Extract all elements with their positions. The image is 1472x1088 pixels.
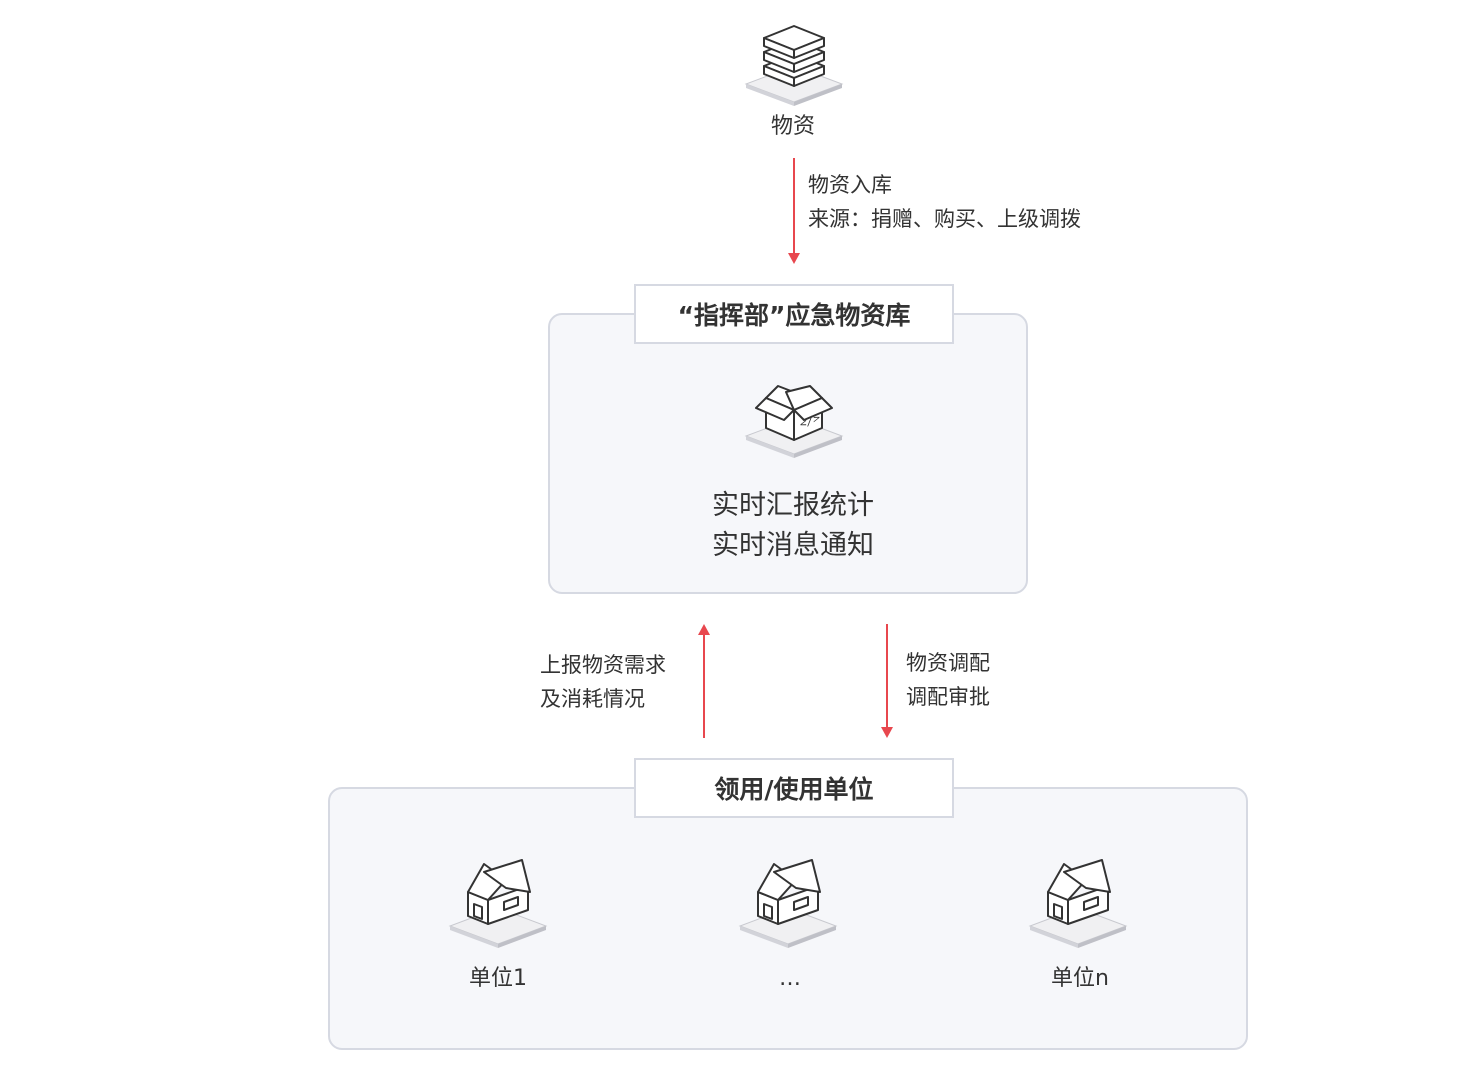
warehouse-line2: 实时消息通知 [712,530,874,561]
dispatch-down-line1: 物资调配 [906,651,990,675]
warehouse-title: “指挥部”应急物资库 [634,284,954,344]
inbound-note: 物资入库 来源：捐赠、购买、上级调拨 [808,168,1081,236]
unit-label-1: 单位1 [469,966,527,991]
unit-label-ellipsis: … [779,966,801,991]
inbound-arrow [788,158,800,264]
warehouse-line1: 实时汇报统计 [712,490,874,521]
source-label: 物资 [770,114,815,139]
dispatch-down-line2: 调配审批 [906,685,990,709]
dispatch-down-arrow [881,624,893,738]
server-stack-icon [742,14,846,106]
report-up-line1: 上报物资需求 [540,653,666,677]
dispatch-down-note: 物资调配 调配审批 [906,646,990,714]
unit-label-n: 单位n [1051,966,1109,991]
report-up-line2: 及消耗情况 [540,687,645,711]
inbound-note-line2: 来源：捐赠、购买、上级调拨 [808,207,1081,231]
inbound-note-line1: 物资入库 [808,173,892,197]
house-icon [1026,858,1130,950]
house-icon [736,858,840,950]
units-title: 领用/使用单位 [634,758,954,818]
house-icon [446,858,550,950]
report-up-arrow [698,624,710,738]
open-box-code-icon: </> [742,368,846,460]
report-up-note: 上报物资需求 及消耗情况 [540,648,666,716]
